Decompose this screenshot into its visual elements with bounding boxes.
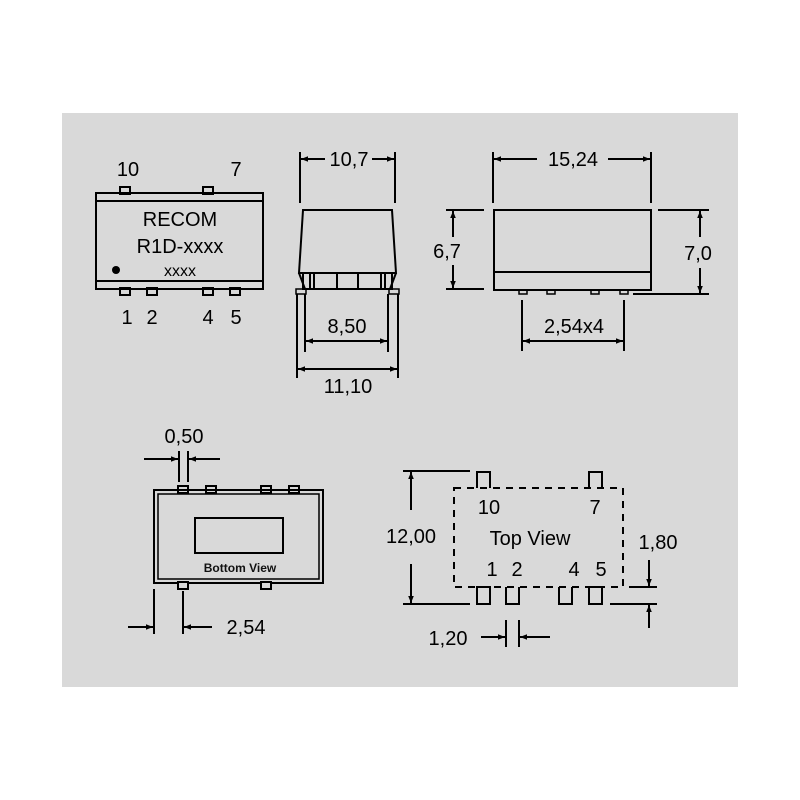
bottom-view: 0,50 Bottom View 2,54 — [128, 426, 324, 639]
pad-4 — [558, 587, 573, 605]
dim-pad-span: 8,50 — [328, 316, 367, 338]
pin-label-5: 5 — [230, 307, 241, 329]
bv-window — [194, 517, 284, 554]
dim-length: 15,24 — [548, 149, 598, 171]
pad-5 — [588, 586, 603, 605]
dim-top-width: 10,7 — [330, 149, 369, 171]
pin1-dot-icon — [112, 266, 120, 274]
pin-label-2: 2 — [146, 307, 157, 329]
pad-7 — [588, 471, 603, 488]
dim-pin-offset: 2,54 — [227, 617, 266, 639]
dim-body-height: 6,7 — [433, 241, 461, 263]
dim-overall-height: 7,0 — [684, 243, 712, 265]
dim-pin-width: 0,50 — [165, 426, 204, 448]
long-body — [493, 209, 652, 291]
dim-pad-length: 1,80 — [639, 532, 678, 554]
dim-pad-width: 1,20 — [429, 628, 468, 650]
tv-pin-label-4: 4 — [568, 559, 579, 581]
front-view: RECOM R1D-xxxx xxxx 10 7 1 2 4 5 — [95, 159, 264, 329]
outline-dashed — [453, 487, 624, 588]
bv-pin — [260, 581, 272, 590]
bv-pin — [177, 581, 189, 590]
pad-2 — [505, 587, 520, 605]
code-label: xxxx — [164, 263, 196, 280]
pin-label-7: 7 — [230, 159, 241, 181]
tv-pin-label-5: 5 — [595, 559, 606, 581]
long-side-view: 15,24 6,7 7,0 2,54x4 — [433, 149, 712, 351]
brand-label: RECOM — [143, 209, 217, 231]
dim-overall-width: 11,10 — [324, 376, 373, 398]
package-body — [95, 192, 264, 290]
tv-pin-label-10: 10 — [478, 497, 500, 519]
pin-label-10: 10 — [117, 159, 139, 181]
side-body — [297, 209, 398, 274]
model-label: R1D-xxxx — [137, 236, 224, 258]
pin-label-4: 4 — [202, 307, 213, 329]
side-view: 10,7 8,50 11,10 — [295, 149, 400, 398]
pin-label-1: 1 — [121, 307, 132, 329]
tv-pin-label-7: 7 — [589, 497, 600, 519]
pad-1 — [476, 586, 491, 605]
drawing-panel — [62, 113, 738, 687]
bottom-view-label: Bottom View — [204, 561, 277, 575]
tv-pin-label-1: 1 — [486, 559, 497, 581]
dim-pad-row-spacing: 12,00 — [386, 526, 436, 548]
top-view-label: Top View — [490, 528, 571, 550]
pad-10 — [476, 471, 491, 488]
tv-pin-label-2: 2 — [511, 559, 522, 581]
dim-pin-pitch: 2,54x4 — [544, 316, 604, 338]
top-view-footprint: 10 7 Top View 1 2 4 5 12,00 1,80 1,20 — [386, 470, 678, 650]
bv-outer-body — [153, 489, 324, 584]
